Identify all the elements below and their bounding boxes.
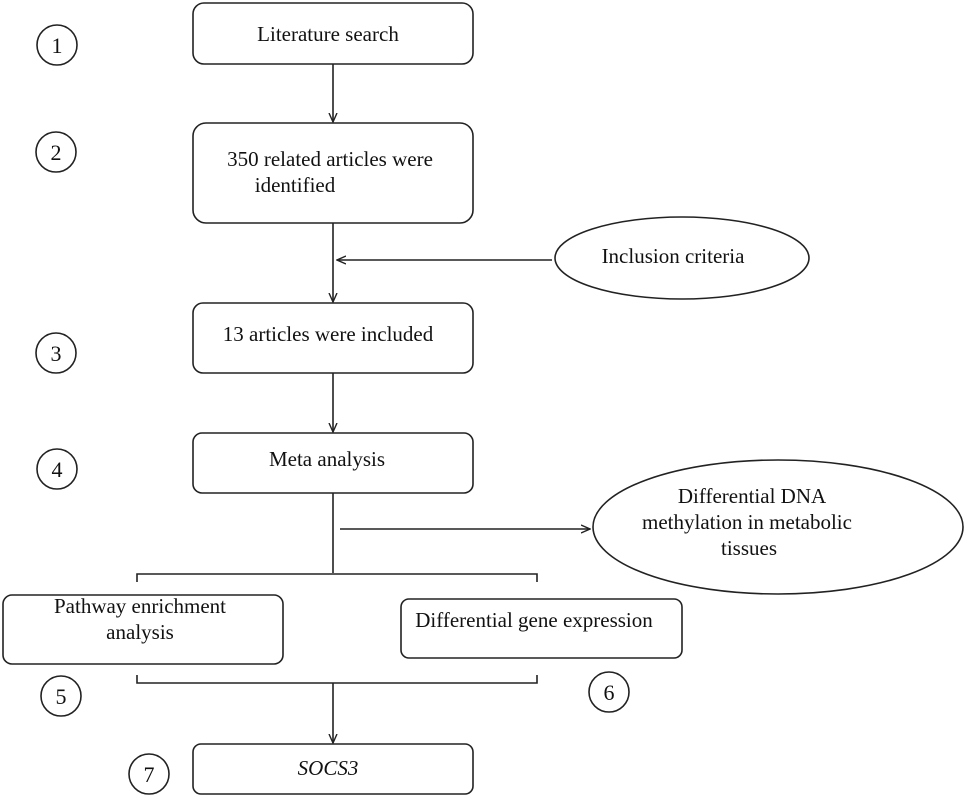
literature-search-box: Literature search — [192, 2, 474, 65]
bottom-bracket — [136, 675, 538, 684]
step-number-4: 4 — [36, 448, 78, 490]
step-number-5-label: 5 — [56, 684, 67, 709]
step-number-3: 3 — [35, 332, 77, 374]
socs3-label: SOCS3 — [298, 756, 359, 780]
inclusion-criteria-ellipse: Inclusion criteria — [554, 216, 810, 300]
step-number-1: 1 — [36, 24, 78, 66]
meta-analysis-label: Meta analysis — [269, 447, 385, 471]
step-number-2-label: 2 — [51, 140, 62, 165]
differential-gene-expression-label: Differential gene expression — [415, 608, 653, 632]
pathway-enrichment-label-line1: Pathway enrichment — [54, 594, 226, 618]
related-articles-box: 350 related articles were identified — [192, 122, 474, 224]
pathway-enrichment-label-line2: analysis — [106, 620, 174, 644]
articles-included-label: 13 articles were included — [223, 322, 434, 346]
pathway-enrichment-box: Pathway enrichment analysis — [2, 594, 284, 665]
meta-analysis-box: Meta analysis — [192, 432, 474, 494]
step-number-5: 5 — [40, 675, 82, 717]
step-number-6: 6 — [588, 671, 630, 713]
top-bracket — [136, 573, 538, 582]
step-number-4-label: 4 — [52, 457, 63, 482]
related-articles-label-line1: 350 related articles were — [227, 147, 433, 171]
step-number-3-label: 3 — [51, 341, 62, 366]
step-number-7-label: 7 — [144, 762, 155, 787]
step-number-6-label: 6 — [604, 680, 615, 705]
related-articles-label-line2: identified — [255, 173, 336, 197]
differential-methylation-label-line2: methylation in metabolic — [642, 510, 852, 534]
differential-gene-expression-box: Differential gene expression — [400, 598, 683, 659]
literature-search-label: Literature search — [257, 22, 399, 46]
step-number-2: 2 — [35, 131, 77, 173]
socs3-box: SOCS3 — [192, 743, 474, 795]
differential-methylation-label-line3: tissues — [721, 536, 777, 560]
differential-methylation-label-line1: Differential DNA — [678, 484, 827, 508]
step-number-1-label: 1 — [52, 33, 63, 58]
step-number-7: 7 — [128, 753, 170, 795]
inclusion-criteria-label: Inclusion criteria — [602, 244, 746, 268]
articles-included-box: 13 articles were included — [192, 302, 474, 374]
differential-methylation-ellipse: Differential DNA methylation in metaboli… — [592, 459, 964, 595]
